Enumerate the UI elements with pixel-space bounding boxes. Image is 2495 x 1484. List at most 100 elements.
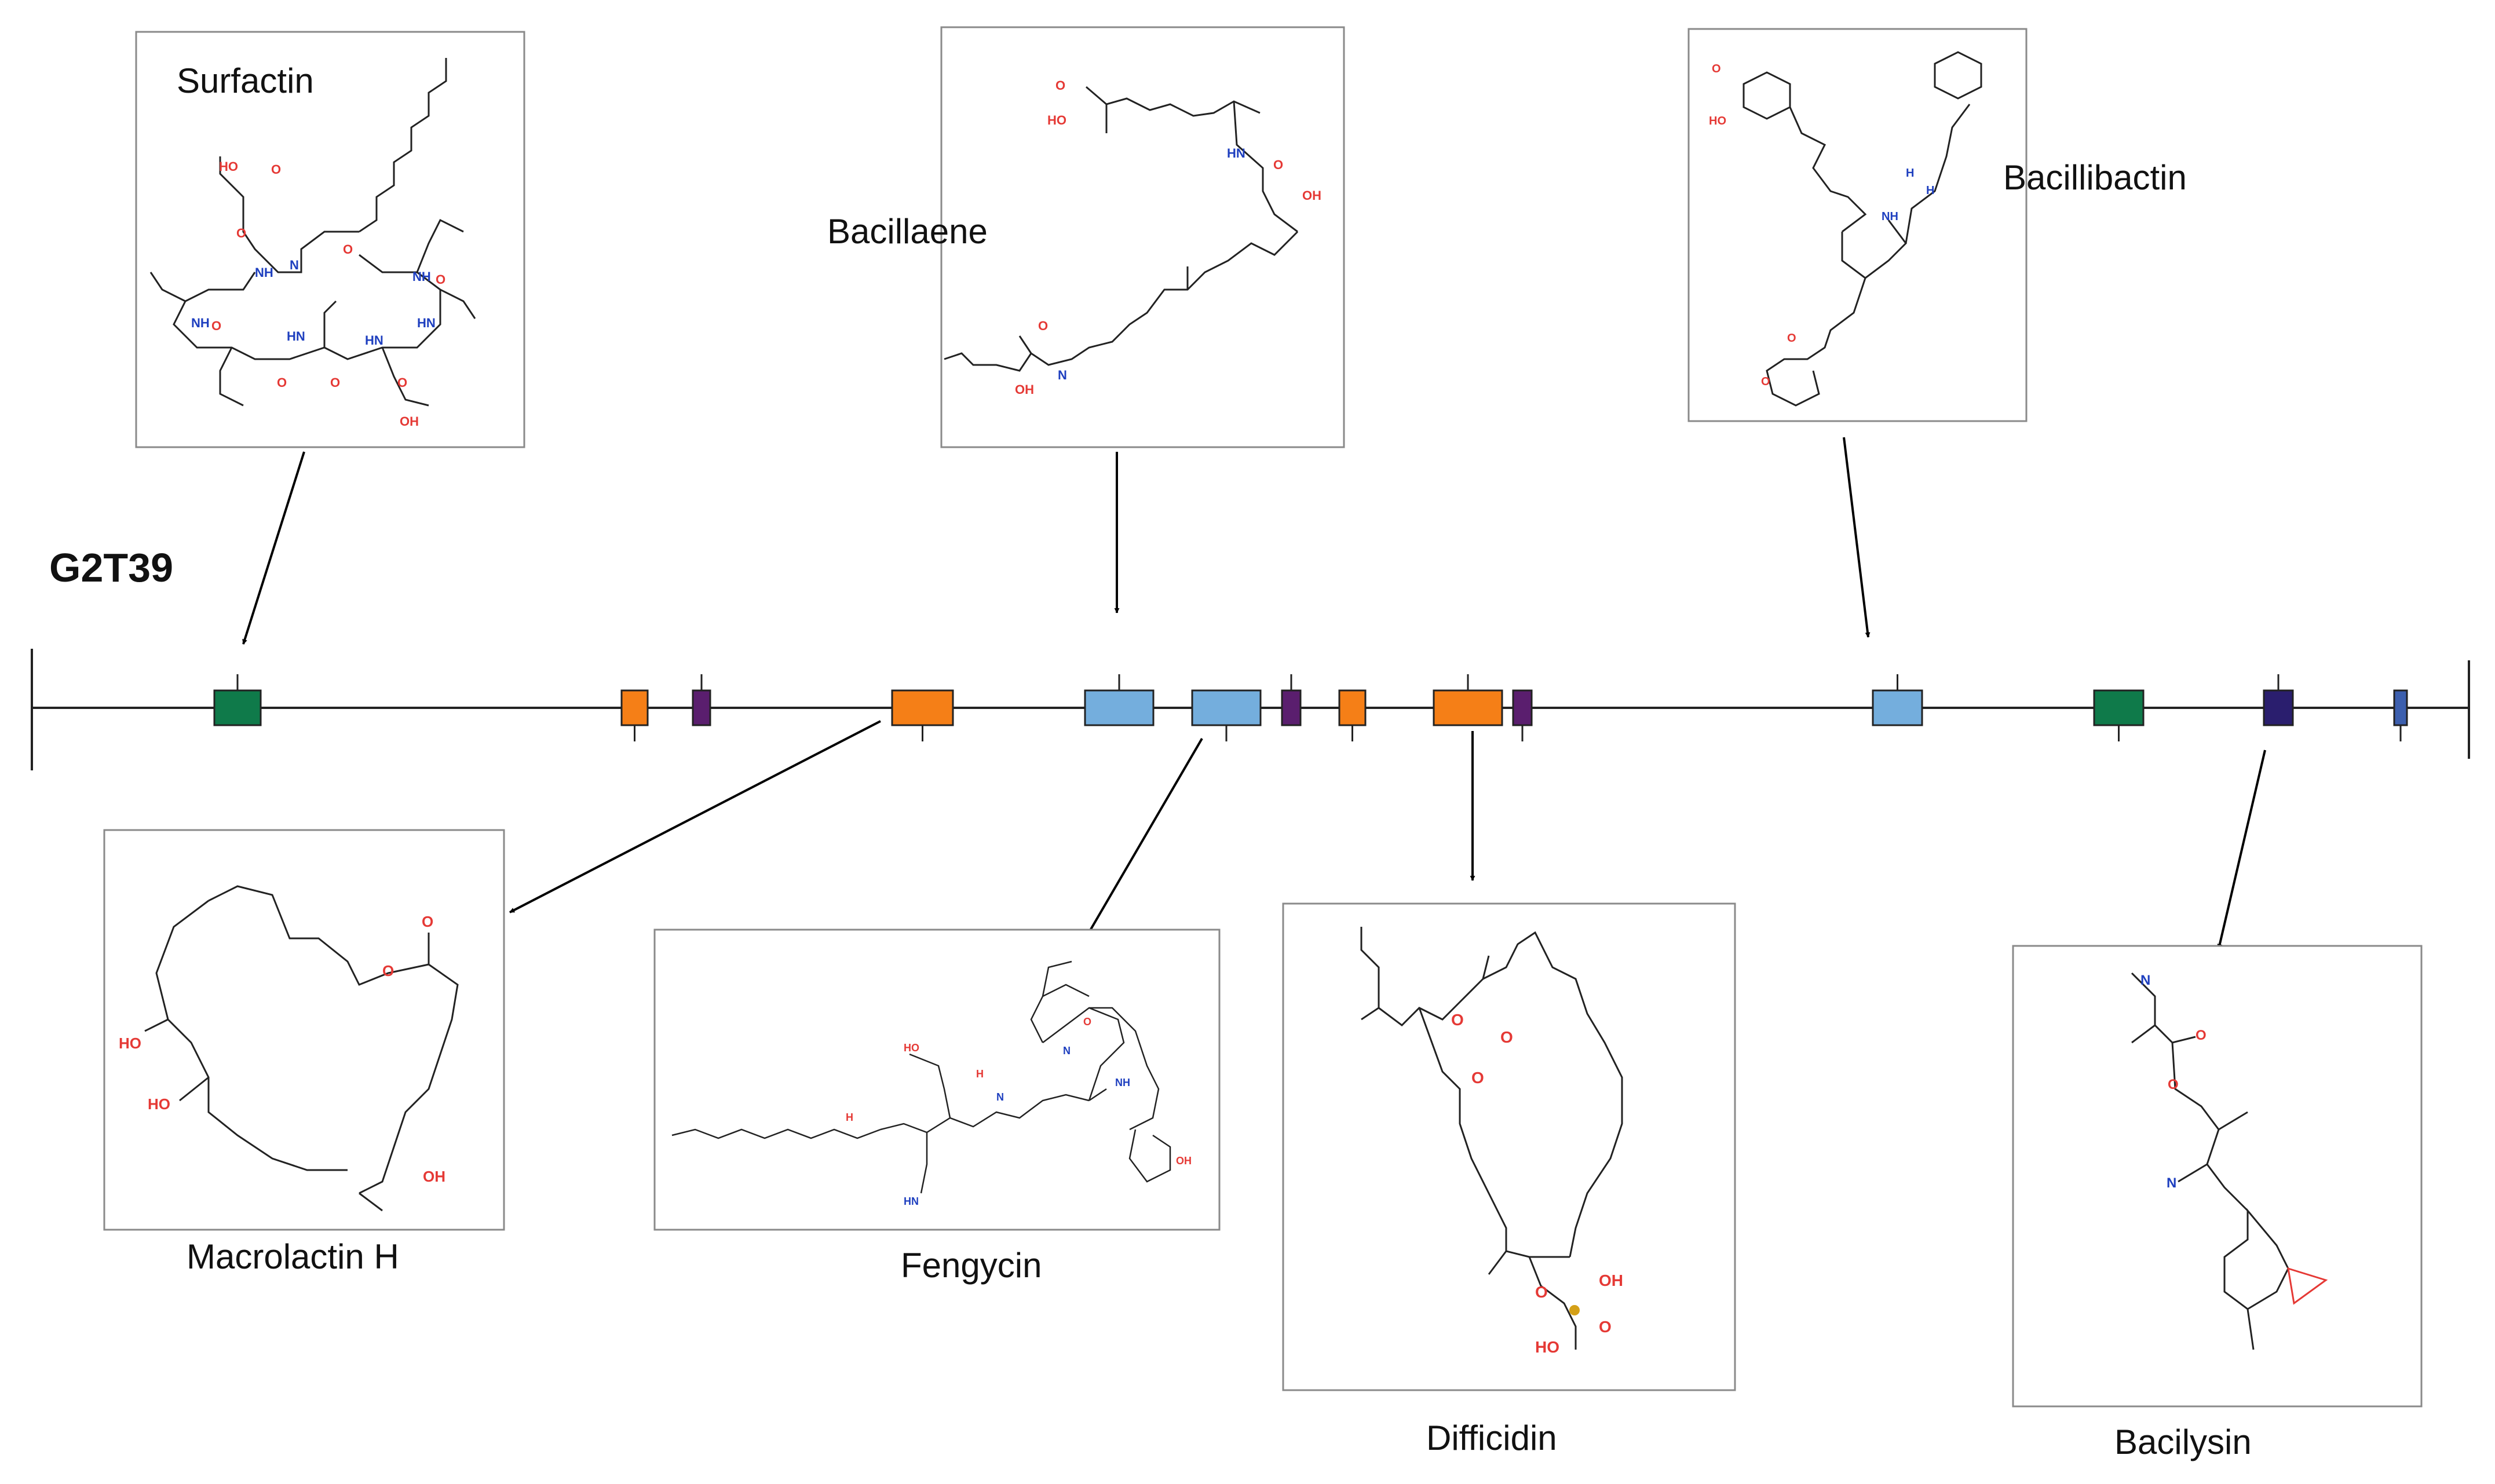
- atom-label: N: [1063, 1045, 1071, 1057]
- gene-block-surfactin: [213, 689, 262, 726]
- atom-label: HO: [904, 1042, 919, 1054]
- gene-block-pks-b: [1338, 689, 1367, 726]
- atom-label: OH: [400, 414, 419, 429]
- gene-block-other-a: [692, 689, 711, 726]
- atom-label: OH: [1015, 382, 1034, 397]
- atom-label: H: [846, 1112, 853, 1123]
- atom-label: N: [2140, 973, 2150, 988]
- macrolactin-heteroatoms: O O HO HO OH: [119, 913, 445, 1185]
- fengycin-label: Fengycin: [901, 1246, 1042, 1285]
- bacilysin-label: Bacilysin: [2114, 1423, 2252, 1461]
- gene-block-bacilysin: [2263, 689, 2294, 726]
- atom-label: O: [1273, 158, 1283, 172]
- gene-block-nrps-b: [2093, 689, 2145, 726]
- atom-label: O: [1500, 1028, 1513, 1046]
- atom-label: O: [1055, 78, 1065, 93]
- gene-block-bacillibactin: [1872, 689, 1923, 726]
- atom-label: NH: [412, 269, 431, 284]
- bacillaene-structure: [944, 86, 1299, 372]
- cyclopropane-ring: [2287, 1267, 2328, 1305]
- atom-label: O: [1535, 1283, 1548, 1301]
- bacilysin-heteroatoms: N O O N: [2140, 973, 2207, 1191]
- atom-label: O: [1451, 1011, 1464, 1029]
- macrolactin-structure: [144, 885, 459, 1212]
- atom-label: OH: [1176, 1155, 1192, 1167]
- atom-label: O: [1761, 375, 1770, 388]
- bacillibactin-label: Bacillibactin: [2003, 158, 2187, 197]
- atom-label: O: [397, 375, 407, 390]
- atom-label: HN: [287, 329, 305, 343]
- atom-label: N: [996, 1091, 1004, 1103]
- atom-label: O: [436, 272, 445, 287]
- genome-label: G2T39: [49, 545, 173, 590]
- fengycin-structure: [671, 960, 1171, 1194]
- surfactin-structure: [149, 58, 476, 407]
- atom-label: O: [277, 375, 287, 390]
- atom-label: N: [290, 258, 299, 272]
- atom-label: HO: [219, 159, 238, 174]
- bacillibactin-heteroatoms: O HO H H NH O O: [1709, 63, 1934, 388]
- difficidin-box: O O O O OH O HO: [1282, 902, 1736, 1391]
- bacilysin-box: N O O N: [2012, 945, 2423, 1408]
- difficidin-heteroatoms: O O O O OH O HO: [1451, 1011, 1623, 1356]
- gene-block-macrolactin: [891, 689, 954, 726]
- atom-label: HN: [417, 316, 436, 330]
- arrow-fengycin: [1085, 737, 1203, 938]
- bacillibactin-structure: [1743, 51, 1982, 407]
- surfactin-label: Surfactin: [177, 61, 314, 100]
- atom-label: H: [1926, 184, 1934, 197]
- atom-label: NH: [1115, 1077, 1130, 1088]
- difficidin-structure: [1360, 927, 1623, 1350]
- atom-label: HN: [904, 1196, 919, 1207]
- atom-label: O: [271, 162, 281, 177]
- atom-label: O: [382, 962, 394, 979]
- atom-label: O: [1787, 332, 1796, 345]
- atom-label: HN: [365, 333, 383, 348]
- atom-label: O: [236, 226, 246, 240]
- atom-label: HO: [148, 1095, 170, 1113]
- surfactin-box: HO O N O O NH NH HN HN NH HN O O O O OH …: [135, 31, 525, 448]
- atom-label: O: [330, 375, 340, 390]
- atom-label: O: [2168, 1077, 2179, 1092]
- atom-label: NH: [255, 265, 273, 280]
- phosphorus-atom: [1569, 1305, 1580, 1315]
- atom-label: NH: [191, 316, 210, 330]
- arrow-bacillibactin: [1843, 437, 1871, 638]
- gene-block-pks-a: [620, 689, 649, 726]
- atom-label: HO: [1047, 113, 1066, 127]
- atom-label: HO: [119, 1035, 141, 1052]
- atom-label: OH: [423, 1168, 445, 1185]
- bacillaene-heteroatoms: O HO HN O OH O N OH: [1015, 78, 1321, 397]
- atom-label: O: [1712, 63, 1721, 75]
- atom-label: O: [343, 242, 353, 257]
- bacillibactin-box: O HO H H NH O O: [1687, 28, 2028, 422]
- atom-label: HO: [1709, 115, 1726, 127]
- atom-label: H: [976, 1068, 984, 1080]
- atom-label: O: [1471, 1069, 1484, 1087]
- gene-block-bacillaene-a: [1084, 689, 1155, 726]
- gene-clusters: [213, 674, 2408, 741]
- atom-label: O: [211, 319, 221, 333]
- atom-label: O: [2196, 1028, 2207, 1043]
- bacillaene-label: Bacillaene: [827, 212, 988, 251]
- arrow-surfactin: [242, 451, 305, 645]
- gene-block-other-c: [1512, 689, 1533, 726]
- atom-label: N: [1058, 368, 1067, 382]
- atom-label: HN: [1227, 146, 1245, 160]
- bacilysin-structure: [2131, 972, 2289, 1350]
- arrow-bacilysin: [2217, 750, 2266, 949]
- macrolactin-box: O O HO HO OH: [103, 829, 505, 1231]
- atom-label: HO: [1535, 1338, 1559, 1356]
- arrows: [242, 437, 2266, 949]
- atom-label: H: [1906, 167, 1914, 180]
- fengycin-box: HO H HN N N O NH OH H: [653, 929, 1221, 1231]
- surfactin-heteroatoms: HO O N O O NH NH HN HN NH HN O O O O OH …: [191, 159, 445, 429]
- difficidin-label: Difficidin: [1426, 1419, 1557, 1457]
- arrow-macrolactin: [509, 720, 881, 913]
- atom-label: O: [1083, 1016, 1091, 1028]
- gene-block-small: [2393, 689, 2408, 726]
- atom-label: NH: [1882, 210, 1898, 223]
- gene-block-fengycin: [1191, 689, 1262, 726]
- macrolactin-label: Macrolactin H: [187, 1237, 399, 1276]
